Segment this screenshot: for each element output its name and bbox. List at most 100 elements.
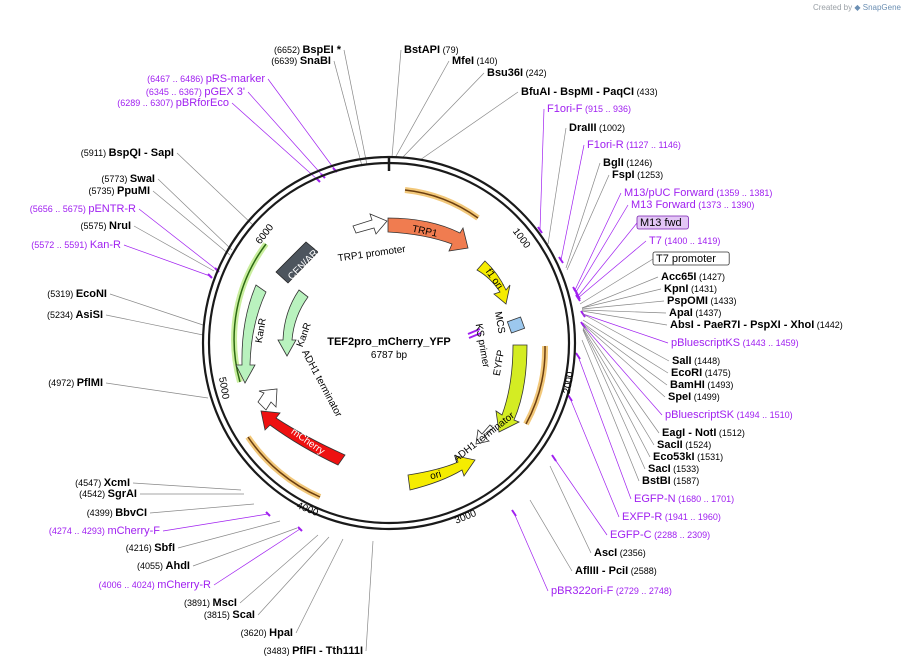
site-bbvci[interactable]: (4399) BbvCI [87,507,147,519]
site-bgli[interactable]: BglI (1246) [603,157,652,169]
site-mcherry-f[interactable]: (4274 .. 4293) mCherry-F [49,525,160,537]
site-sbfi[interactable]: (4216) SbfI [126,542,175,554]
svg-text:AscI (2356): AscI (2356) [594,547,646,559]
site-bspqi-sapi[interactable]: (5911) BspQI - SapI [81,147,174,159]
watermark-brand: SnapGene [862,3,901,12]
site-position: (2356) [617,548,646,558]
site-name: Acc65I [661,271,696,283]
site-sali[interactable]: SalI (1448) [672,355,720,367]
site-ahdi[interactable]: (4055) AhdI [137,560,190,572]
site-t7[interactable]: T7 (1400 .. 1419) [649,235,720,247]
site-mcherry-r[interactable]: (4006 .. 4024) mCherry-R [99,579,211,591]
label-adh1-terminator-left: ADH1 terminator [299,348,344,420]
site-bspei[interactable]: (6652) BspEI * [274,44,342,56]
site-m13-forward[interactable]: M13 Forward (1373 .. 1390) [631,199,754,211]
site-name: mCherry-R [157,579,211,591]
site-position: (5572 .. 5591) [31,240,90,250]
svg-text:(5911) BspQI - SapI: (5911) BspQI - SapI [81,147,174,159]
site-afliii-pcii[interactable]: AflIII - PciI (2588) [575,565,657,577]
feature-ori [407,455,476,491]
site-name: EagI - NotI [662,427,716,439]
site-pspomi[interactable]: PspOMI (1433) [667,295,736,307]
feature-trp1-promoter [352,213,388,235]
site-pentr-r[interactable]: (5656 .. 5675) pENTR-R [30,203,136,215]
site-econi[interactable]: (5319) EcoNI [47,288,107,300]
site-pbr322ori-f[interactable]: pBR322ori-F (2729 .. 2748) [551,585,672,597]
site-fspi[interactable]: FspI (1253) [612,169,663,181]
site-name: M13 Forward [631,199,696,211]
svg-text:EXFP-R (1941 .. 1960): EXFP-R (1941 .. 1960) [622,511,721,523]
site-bstbi[interactable]: BstBI (1587) [642,475,699,487]
plasmid-length: 6787 bp [371,350,408,361]
site-saci[interactable]: SacI (1533) [648,463,699,475]
site-bamhi[interactable]: BamHI (1493) [670,379,733,391]
leader-lines [105,49,670,652]
site-kpni[interactable]: KpnI (1431) [664,283,717,295]
snapgene-watermark: Created by ◆ SnapGene [813,3,901,12]
site-pflfi-tth111i[interactable]: (3483) PflFI - Tth111I [264,645,363,657]
site-xcmi[interactable]: (4547) XcmI [75,477,130,489]
svg-text:(4547) XcmI: (4547) XcmI [75,477,130,489]
site-name: SpeI [668,391,691,403]
site-ecori[interactable]: EcoRI (1475) [671,367,731,379]
site-absi-paer7i-pspxi-xhoi[interactable]: AbsI - PaeR7I - PspXI - XhoI (1442) [670,319,843,331]
site-bsu36i[interactable]: Bsu36I (242) [487,67,547,79]
site-name: EGFP-N [634,493,676,505]
site-egfp-c[interactable]: EGFP-C (2288 .. 2309) [610,529,710,541]
site-kan-r[interactable]: (5572 .. 5591) Kan-R [31,239,121,251]
site-name: EGFP-C [610,529,652,541]
site-name: T7 [649,235,662,247]
svg-text:pBR322ori-F (2729 .. 2748): pBR322ori-F (2729 .. 2748) [551,585,672,597]
site-asci[interactable]: AscI (2356) [594,547,646,559]
site-position: (1400 .. 1419) [662,236,721,246]
site-sacii[interactable]: SacII (1524) [657,439,711,451]
site-f1ori-f[interactable]: F1ori-F (915 .. 936) [547,103,631,115]
site-eagi-noti[interactable]: EagI - NotI (1512) [662,427,745,439]
site-position: (6467 .. 6486) [147,74,206,84]
label-trp1-promoter: TRP1 promoter [337,244,407,264]
site-name: HpaI [269,627,293,639]
site-hpai[interactable]: (3620) HpaI [241,627,293,639]
site-msci[interactable]: (3891) MscI [184,597,237,609]
site-snabi[interactable]: (6639) SnaBI [271,55,331,67]
site-pflmi[interactable]: (4972) PflMI [48,377,103,389]
site-name: pBluescriptSK [665,409,735,421]
site-name: F1ori-R [587,139,624,151]
site-nrui[interactable]: (5575) NruI [80,220,131,232]
site-exfp-r[interactable]: EXFP-R (1941 .. 1960) [622,511,721,523]
site-asisi[interactable]: (5234) AsiSI [47,309,103,321]
site-draiii[interactable]: DraIII (1002) [569,122,625,134]
site-egfp-n[interactable]: EGFP-N (1680 .. 1701) [634,493,734,505]
site-ppumi[interactable]: (5735) PpuMI [88,185,150,197]
site-position: (1427) [696,272,725,282]
site-position: (5234) [47,310,76,320]
svg-text:(3891) MscI: (3891) MscI [184,597,237,609]
feature-adh1-terminator-right [475,424,494,445]
site-position: (4274 .. 4293) [49,526,108,536]
site-m13-fwd[interactable]: M13 fwd [636,215,689,230]
site-pbluescriptsk[interactable]: pBluescriptSK (1494 .. 1510) [665,409,793,421]
site-position: (5911) [81,148,109,158]
site-spei[interactable]: SpeI (1499) [668,391,720,403]
svg-text:(6652) BspEI *: (6652) BspEI * [274,44,342,56]
site-mfei[interactable]: MfeI (140) [452,55,498,67]
site-acc65i[interactable]: Acc65I (1427) [661,271,725,283]
site-prs-marker[interactable]: (6467 .. 6486) pRS-marker [147,73,265,85]
site-name: BstBI [642,475,671,487]
site-scai[interactable]: (3815) ScaI [204,609,255,621]
site-bfuai-bspmi-paqci[interactable]: BfuAI - BspMI - PaqCI (433) [521,86,658,98]
site-pgex-3[interactable]: (6345 .. 6367) pGEX 3' [146,86,245,98]
feature-trp1 [387,217,469,252]
site-f1ori-r[interactable]: F1ori-R (1127 .. 1146) [587,139,681,151]
site-name: FspI [612,169,635,181]
site-pbrforeco[interactable]: (6289 .. 6307) pBRforEco [117,97,229,109]
svg-text:ApaI (1437): ApaI (1437) [669,307,721,319]
site-m13-puc-forward[interactable]: M13/pUC Forward (1359 .. 1381) [624,187,772,199]
site-pbluescriptks[interactable]: pBluescriptKS (1443 .. 1459) [671,337,799,349]
site-sgrai[interactable]: (4542) SgrAI [79,488,137,500]
site-swai[interactable]: (5773) SwaI [101,173,155,185]
site-bstapi[interactable]: BstAPI (79) [404,44,459,56]
site-eco53ki[interactable]: Eco53kI (1531) [653,451,723,463]
site-t7-promoter[interactable]: T7 promoter [652,251,730,266]
site-apai[interactable]: ApaI (1437) [669,307,721,319]
